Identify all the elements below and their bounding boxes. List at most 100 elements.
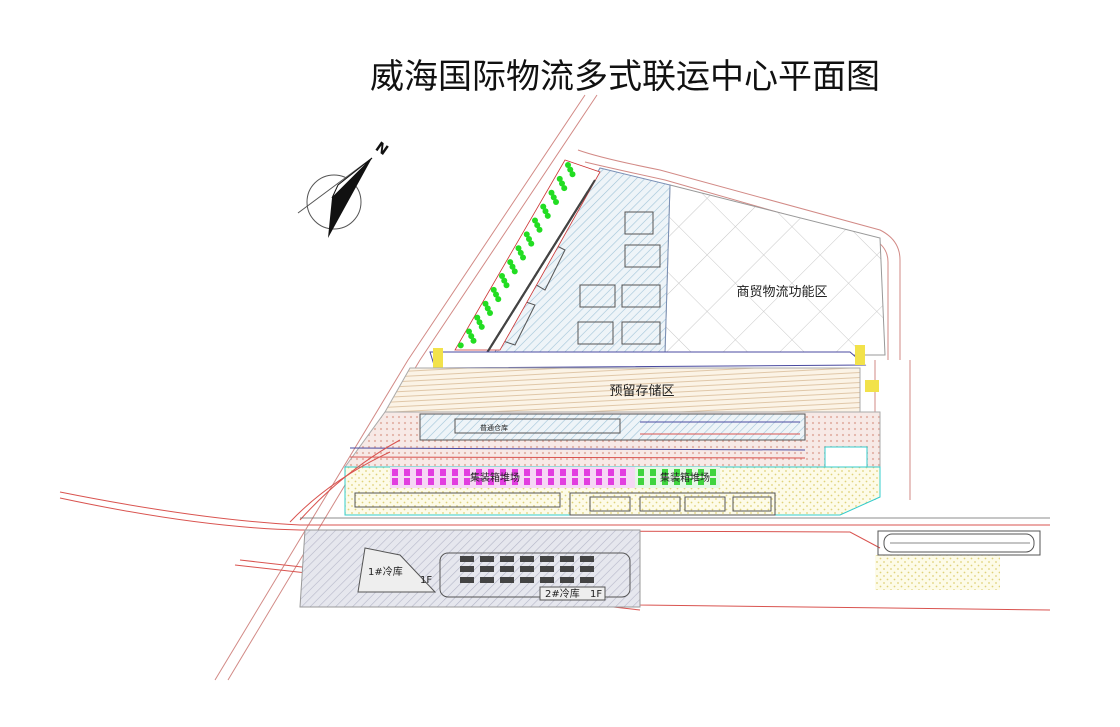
container-stack: [452, 469, 458, 476]
tree: [507, 259, 514, 266]
container-stack: [686, 469, 692, 476]
container-stack: [464, 469, 470, 476]
gate-west: [433, 348, 443, 368]
tree: [495, 296, 502, 303]
container-stack: [404, 469, 410, 476]
container-stack: [584, 469, 590, 476]
container-stack: [476, 478, 482, 485]
container-stack: [548, 469, 554, 476]
cold-unit: [460, 556, 474, 562]
commercial-zone-label: 商贸物流功能区: [736, 285, 827, 300]
cold-storage-1-floor: 1F: [420, 575, 432, 586]
cold-storage-1: [357, 547, 437, 593]
cold-unit: [560, 556, 574, 562]
cold-unit: [500, 577, 514, 583]
cold-unit: [460, 577, 474, 583]
tree: [553, 199, 559, 205]
internal-road: [429, 351, 867, 369]
parking-green-strip: [454, 159, 601, 351]
reserved-storage-label: 预留存储区: [609, 384, 674, 399]
cold-unit: [520, 556, 534, 562]
container-stack: [662, 478, 668, 485]
tree: [474, 314, 481, 321]
tree: [499, 273, 505, 279]
map-title: 威海国际物流多式联运中心平面图: [370, 57, 880, 97]
cold-unit: [540, 566, 554, 572]
container-stack: [674, 469, 680, 476]
container-stack: [548, 478, 554, 485]
right-yard: [875, 555, 1000, 590]
cold-unit: [540, 556, 554, 562]
tree: [556, 175, 563, 182]
cold-unit: [520, 577, 534, 583]
container-yard-1-label: 集装箱堆场: [470, 471, 520, 484]
container-stack: [464, 478, 470, 485]
tree: [534, 222, 541, 229]
container-stack: [560, 478, 566, 485]
tree: [503, 282, 510, 289]
container-stack: [584, 478, 590, 485]
cold-unit: [540, 577, 554, 583]
tree: [569, 171, 576, 178]
cold-unit: [500, 556, 514, 562]
tree: [482, 300, 489, 307]
container-stack: [512, 469, 518, 476]
tree: [501, 277, 508, 284]
container-stack: [428, 478, 434, 485]
tree: [526, 236, 532, 242]
container-stack: [560, 469, 566, 476]
container-stack: [638, 478, 644, 485]
north-arrow-icon: N: [297, 139, 391, 238]
general-warehouse-label: 普通仓库: [480, 423, 508, 432]
container-stack: [524, 478, 530, 485]
tree: [490, 286, 497, 293]
container-stack: [536, 478, 542, 485]
container-stack: [710, 469, 716, 476]
container-stack: [404, 478, 410, 485]
tree: [457, 342, 464, 349]
cold-unit: [580, 556, 594, 562]
gate-east: [855, 345, 865, 365]
commercial-zone: [664, 184, 886, 356]
cold-unit: [520, 566, 534, 572]
cold-storage-2-label: 2#冷库: [545, 587, 580, 600]
cold-unit: [460, 566, 474, 572]
container-stack: [596, 469, 602, 476]
tree: [515, 245, 522, 252]
cold-unit: [560, 577, 574, 583]
container-stack: [524, 469, 530, 476]
container-stack: [500, 478, 506, 485]
tree: [520, 254, 526, 261]
container-stack: [650, 469, 656, 476]
gate-east-2: [865, 380, 879, 392]
container-stack: [416, 478, 422, 485]
container-stack: [596, 478, 602, 485]
container-yard-2-label: 集装箱堆场: [660, 471, 710, 484]
cold-unit: [480, 556, 494, 562]
cold-unit: [500, 566, 514, 572]
container-stack: [452, 478, 458, 485]
cold-storage-units: [460, 556, 594, 583]
container-stack: [392, 478, 398, 485]
container-stack: [428, 469, 434, 476]
container-stack: [608, 469, 614, 476]
tree: [517, 249, 524, 256]
container-stack: [662, 469, 668, 476]
tree: [544, 212, 551, 219]
container-stack: [620, 478, 626, 485]
container-stack: [476, 469, 482, 476]
container-stack: [488, 469, 494, 476]
tree: [565, 162, 571, 168]
tree: [493, 291, 499, 298]
container-stack: [416, 469, 422, 476]
container-stack: [440, 469, 446, 476]
tree: [528, 240, 535, 247]
tree: [536, 226, 543, 233]
container-stack: [620, 469, 626, 476]
tree: [567, 166, 574, 173]
tree: [476, 319, 483, 326]
container-stack: [698, 478, 704, 485]
tree: [487, 310, 493, 316]
rail-station: [877, 530, 1041, 556]
container-stack: [572, 469, 578, 476]
